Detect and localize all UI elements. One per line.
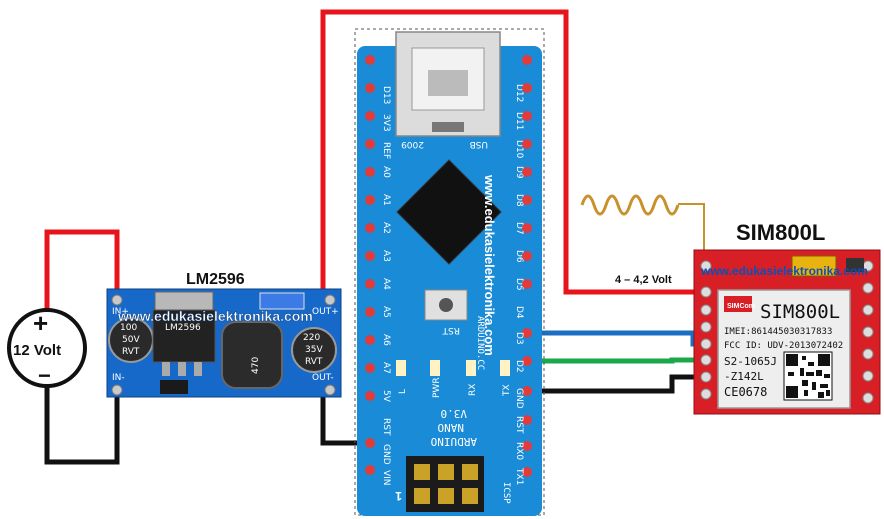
module-title: SIM800L: [736, 220, 825, 245]
lm2596-module: IN+ IN- OUT+ OUT- 100 50V RVT LM2596 470…: [106, 288, 342, 398]
reset-label: RST: [442, 325, 460, 335]
pin-d8: D8: [514, 194, 524, 207]
led-l: L: [398, 389, 408, 394]
cap-right-l3: RVT: [305, 357, 323, 367]
wire-source-plus: [44, 229, 120, 318]
model-line2: -Z142L: [724, 370, 764, 383]
icsp-label: ICSP: [501, 482, 511, 504]
wire-vcc: [320, 9, 702, 300]
cap-left-l1: 100: [120, 323, 137, 333]
pin-d2: D2: [514, 360, 524, 373]
pin-a7: A7: [381, 362, 391, 374]
pin-d12: D12: [514, 84, 524, 102]
voltage-note: 4 – 4,2 Volt: [615, 274, 672, 286]
pin-d5: D5: [514, 278, 524, 291]
minus-sign: −: [38, 363, 51, 388]
plus-sign: +: [33, 308, 48, 338]
usb-label: USB: [470, 139, 488, 149]
pin-d4: D4: [514, 306, 524, 319]
year-label: 2009: [401, 139, 424, 149]
led-pwr: PWR: [432, 377, 442, 398]
pin-rst-right: RST: [514, 416, 524, 434]
simcom-logo: SIMCom: [727, 303, 755, 310]
pin-vin: VIN: [381, 470, 391, 486]
model-label: NANO: [438, 421, 465, 434]
fcc-text: FCC ID: UDV-2013072402: [724, 341, 843, 351]
pin-one-label: 1: [395, 489, 402, 503]
pin-d7: D7: [514, 222, 524, 235]
cap-left-l2: 50V: [122, 335, 140, 345]
in-minus-label: IN-: [112, 373, 125, 383]
pin-ref: REF: [381, 142, 391, 159]
pin-gnd-right: GND: [514, 388, 524, 409]
wire-d2: [527, 357, 706, 364]
sim800l-module: SIMCom SIM800L IMEI:861445030317833 FCC …: [693, 249, 881, 415]
imei-text: IMEI:861445030317833: [724, 327, 832, 337]
out-plus-label: OUT+: [312, 307, 339, 317]
board-name-label: ARDUINO: [431, 435, 477, 448]
pin-d6: D6: [514, 250, 524, 263]
pin-tx1: TX1: [514, 467, 524, 485]
watermark-arduino: www.edukasielektronika.com: [482, 174, 497, 356]
mcu-chip: [396, 159, 502, 265]
ce-mark: CE0678: [724, 385, 767, 399]
wire-source-minus: [44, 378, 120, 465]
pin-rst-left: RST: [381, 418, 391, 436]
chip-name: SIM800L: [760, 301, 840, 323]
wire-gnd: [527, 374, 706, 394]
pin-d11: D11: [514, 112, 524, 130]
in-plus-label: IN+: [112, 307, 129, 317]
pin-rx0: RX0: [514, 442, 524, 460]
cap-right-l1: 220: [303, 333, 320, 343]
model-line1: S2-1065J: [724, 355, 777, 368]
regulator-title: LM2596: [186, 271, 245, 288]
pin-a6: A6: [381, 334, 391, 346]
version-label: V3.0: [441, 407, 468, 420]
chip-label: LM2596: [165, 323, 201, 333]
source-label: 12 Volt: [13, 342, 61, 359]
pin-a0: A0: [381, 166, 391, 178]
pin-a3: A3: [381, 250, 391, 262]
pin-3v3: 3V3: [381, 114, 391, 132]
arduino-right-pins: D12 D11 D10 D9 D8 D7 D6 D5 D4 D3 D2 GND …: [514, 55, 532, 485]
pin-gnd-left: GND: [381, 444, 391, 465]
watermark-sim: www.edukasielektronika.com: [700, 264, 868, 278]
pin-a5: A5: [381, 306, 391, 318]
pin-a4: A4: [381, 278, 391, 290]
pin-d13: D13: [381, 86, 391, 104]
pin-d9: D9: [514, 166, 524, 179]
watermark-left: www.edukasielektronika.com: [117, 308, 313, 324]
pin-a1: A1: [381, 194, 391, 206]
pin-d3: D3: [514, 332, 524, 345]
pin-5v: 5V: [381, 390, 391, 403]
wire-d3: [527, 330, 706, 347]
led-rx: RX: [468, 384, 478, 396]
antenna: [580, 194, 705, 258]
cap-left-l3: RVT: [122, 347, 140, 357]
voltage-source: + 12 Volt −: [7, 308, 87, 388]
pin-d10: D10: [514, 140, 524, 159]
cap-right-l2: 35V: [305, 345, 323, 355]
out-minus-label: OUT-: [312, 373, 334, 383]
inductor-label: 470: [251, 357, 261, 374]
led-tx: TX: [502, 384, 512, 397]
arduino-nano: USB 2009 RST L PWR RX TX ARDUINO.CC V3.0…: [357, 31, 542, 516]
brand-label: ARDUINO.CC: [475, 316, 485, 370]
pin-a2: A2: [381, 222, 391, 234]
qr-code: [783, 351, 833, 401]
arduino-left-pins: D13 3V3 REF A0 A1 A2 A3 A4 A5 A6 A7 5V R…: [365, 55, 391, 486]
